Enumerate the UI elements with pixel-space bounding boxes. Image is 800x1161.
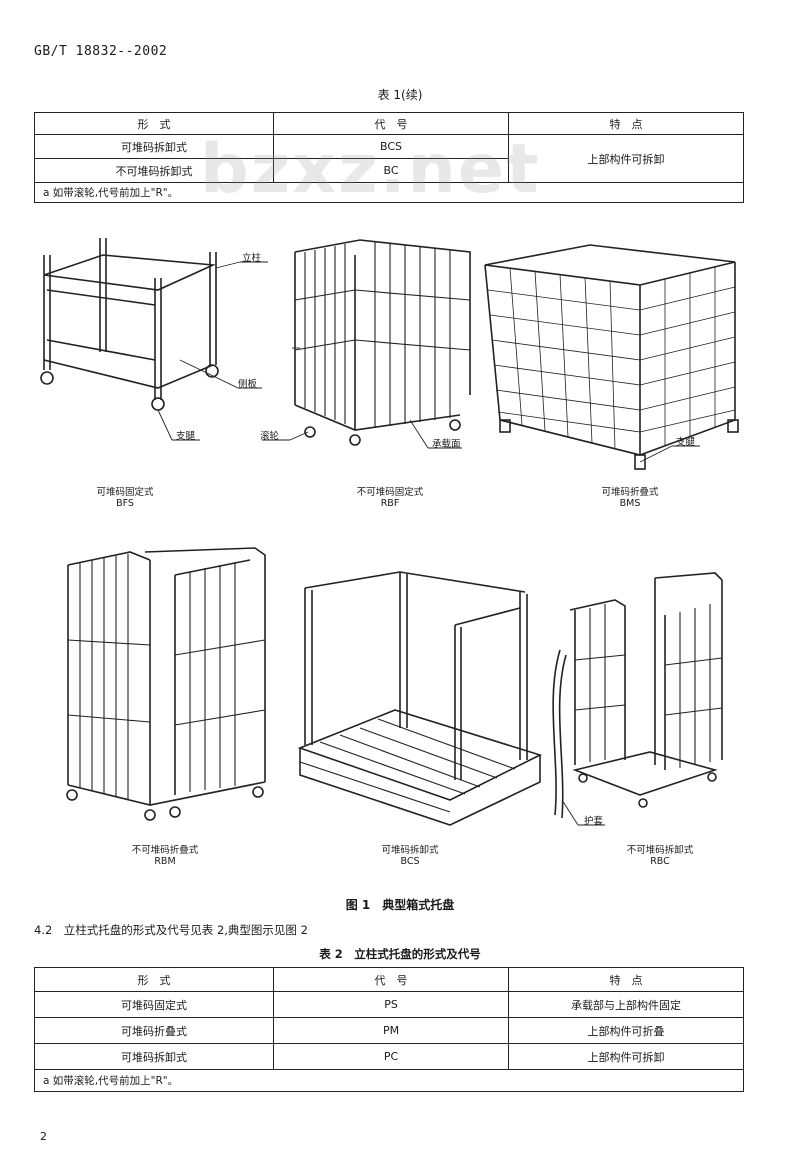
table-cell: 承载部与上部构件固定: [508, 991, 744, 1018]
figure-item-name: 可堆码固定式: [96, 487, 154, 498]
callout-load-surface: 承载面: [432, 439, 461, 450]
table-note: a 如带滚轮,代号前加上"R"。: [34, 182, 744, 203]
figure-item-rbc: 不可堆码拆卸式 RBC: [590, 842, 730, 867]
table2: 形 式 代 号 特 点 可堆码固定式 PS 承载部与上部构件固定 可堆码折叠式 …: [34, 967, 744, 1092]
table-row: 可堆码折叠式 PM 上部构件可折叠: [34, 1017, 744, 1044]
table-row: 不可堆码拆卸式 BC: [34, 158, 744, 183]
figure-item-bfs: 可堆码固定式 BFS: [55, 484, 195, 509]
figure-item-code: BFS: [116, 498, 134, 509]
figure-item-bcs: 可堆码拆卸式 BCS: [340, 842, 480, 867]
figure1-drawings: [40, 238, 739, 826]
callout-guard: 护套: [584, 816, 604, 827]
rbc-illustration: [552, 572, 723, 819]
table-cell: 不可堆码拆卸式: [34, 158, 274, 183]
figure-item-rbf: 不可堆码固定式 RBF: [320, 484, 460, 509]
rbm-illustration: [66, 547, 266, 821]
figure-item-code: RBF: [380, 498, 400, 509]
table-cell: PS: [273, 991, 509, 1018]
table-header-row: 形 式 代 号 特 点: [34, 967, 744, 992]
table1: 形 式 代 号 特 点 可堆码拆卸式 BCS 上部构件可拆卸 不可堆码拆卸式 B…: [34, 112, 744, 203]
table-cell: 上部构件可折叠: [508, 1017, 744, 1044]
table-note-row: a 如带滚轮,代号前加上"R"。: [34, 182, 744, 203]
table-cell: BC: [273, 158, 509, 183]
figure-item-code: RBM: [154, 856, 176, 867]
section-paragraph: 4.2 立柱式托盘的形式及代号见表 2,典型图示见图 2: [34, 923, 308, 937]
figure-item-code: RBC: [650, 856, 670, 867]
table-cell: 可堆码固定式: [34, 991, 274, 1018]
table-row: 可堆码拆卸式 PC 上部构件可拆卸: [34, 1043, 744, 1070]
table-cell: 上部构件可拆卸: [508, 1043, 744, 1070]
table-header: 形 式: [34, 967, 274, 992]
figure-item-bms: 可堆码折叠式 BMS: [560, 484, 700, 509]
callout-caster: 滚轮: [260, 431, 280, 442]
callout-side-board: 侧板: [238, 379, 258, 390]
table2-caption: 表 2 立柱式托盘的形式及代号: [319, 947, 481, 961]
table-note: a 如带滚轮,代号前加上"R"。: [34, 1069, 744, 1092]
standard-number: GB/T 18832--2002: [34, 44, 168, 59]
bfs-illustration: [40, 238, 219, 411]
figure-item-name: 可堆码折叠式: [601, 487, 659, 498]
table-header: 代 号: [273, 967, 509, 992]
figure-item-name: 不可堆码拆卸式: [626, 845, 694, 856]
page-number: 2: [40, 1130, 47, 1143]
table-cell: 可堆码折叠式: [34, 1017, 274, 1044]
callout-foot: 支腿: [676, 437, 696, 448]
watermark: bzxz.net: [200, 130, 541, 209]
table-header: 特 点: [508, 967, 744, 992]
figure-item-code: BCS: [400, 856, 420, 867]
figure-item-name: 可堆码拆卸式: [381, 845, 439, 856]
figure-item-name: 不可堆码固定式: [356, 487, 424, 498]
callout-foot: 支腿: [176, 431, 196, 442]
figure-item-name: 不可堆码折叠式: [131, 845, 199, 856]
bcs-illustration: [297, 571, 543, 826]
table-cell: PM: [273, 1017, 509, 1044]
table-cell: BCS: [273, 134, 509, 159]
table-cell: 可堆码拆卸式: [34, 1043, 274, 1070]
figure1-caption: 图 1 典型箱式托盘: [345, 898, 455, 912]
rbf-illustration: [294, 239, 471, 446]
callout-upright: 立柱: [242, 253, 262, 264]
table-cell: PC: [273, 1043, 509, 1070]
table1-caption: 表 1(续): [377, 88, 423, 102]
figure-item-code: BMS: [619, 498, 641, 509]
figure-item-rbm: 不可堆码折叠式 RBM: [95, 842, 235, 867]
table-row: 可堆码固定式 PS 承载部与上部构件固定: [34, 991, 744, 1018]
table-note-row: a 如带滚轮,代号前加上"R"。: [34, 1069, 744, 1092]
bms-illustration: [484, 244, 739, 470]
